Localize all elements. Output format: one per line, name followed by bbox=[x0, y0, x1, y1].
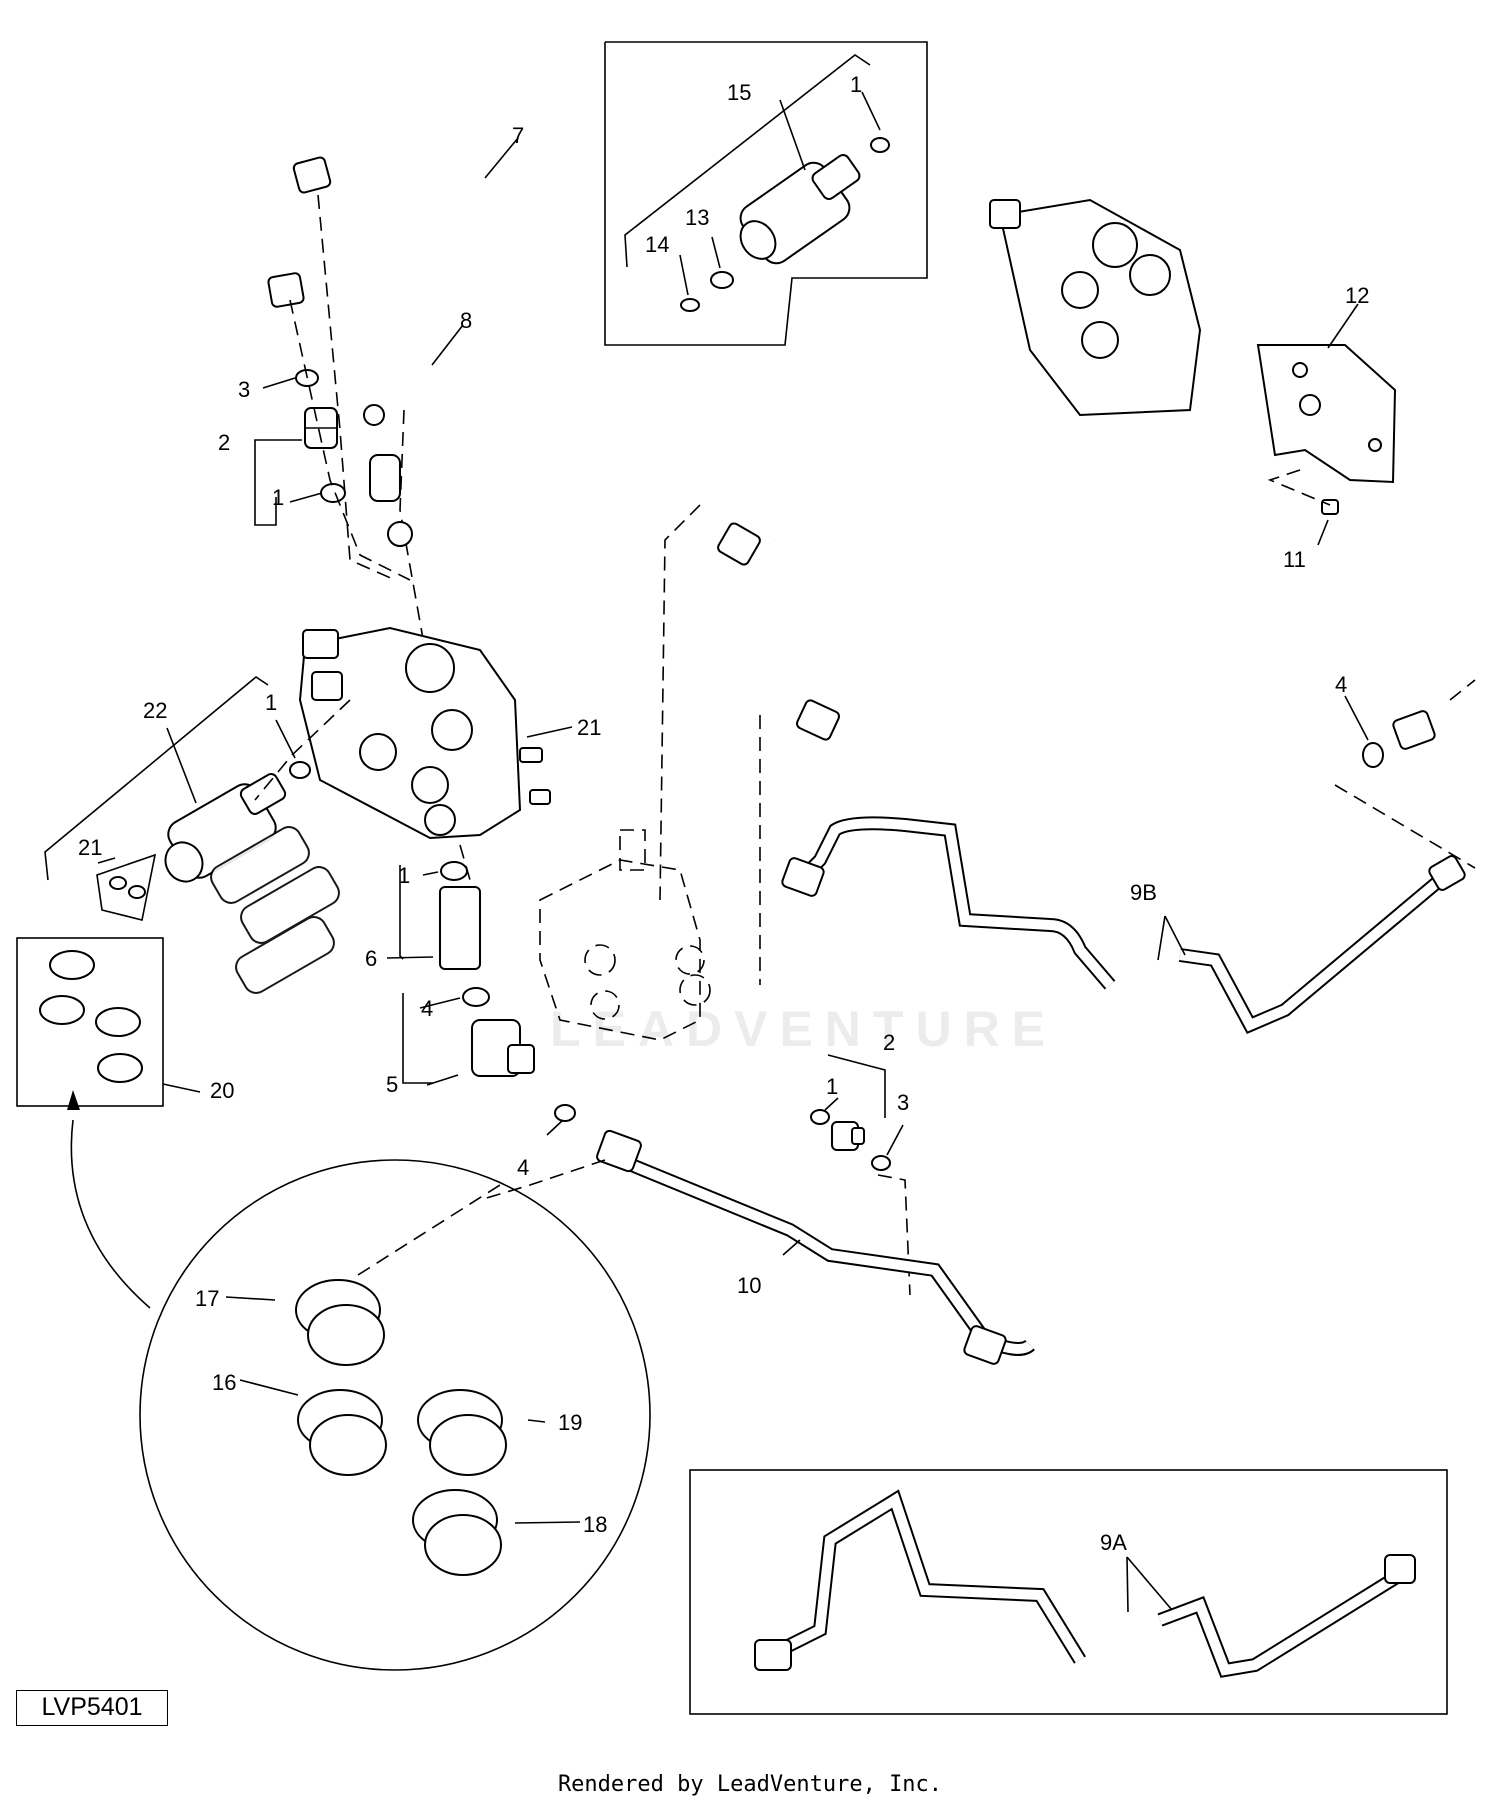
callout-4: 4 bbox=[421, 996, 433, 1021]
callout-17: 17 bbox=[195, 1286, 219, 1311]
o-ring-icon bbox=[870, 137, 890, 153]
valve-icon bbox=[989, 198, 1202, 417]
dust-cap-icon bbox=[295, 1279, 507, 1576]
callout-13: 13 bbox=[685, 205, 709, 230]
footer-credit: Rendered by LeadVenture, Inc. bbox=[557, 1772, 943, 1797]
hydraulic-line-icon bbox=[267, 102, 891, 743]
valve-icon bbox=[298, 626, 551, 840]
callout-21: 21 bbox=[78, 835, 102, 860]
detail-box-top bbox=[604, 41, 928, 346]
bracket-icon bbox=[1256, 344, 1397, 484]
callout-1: 1 bbox=[826, 1074, 838, 1099]
callout-1: 1 bbox=[398, 863, 410, 888]
callout-1: 1 bbox=[850, 72, 862, 97]
callout-21: 21 bbox=[577, 715, 601, 740]
fitting-icon bbox=[304, 407, 338, 449]
callout-1: 1 bbox=[265, 690, 277, 715]
callout-8: 8 bbox=[460, 308, 472, 333]
hydraulic-line-icon bbox=[754, 1489, 1416, 1678]
callout-10: 10 bbox=[737, 1273, 761, 1298]
callout-9b: 9B bbox=[1130, 880, 1157, 905]
coupler-icon bbox=[164, 773, 287, 883]
callout-15: 15 bbox=[727, 80, 751, 105]
callout-20: 20 bbox=[210, 1078, 234, 1103]
valve-icon bbox=[539, 829, 711, 1041]
coupler-icon bbox=[739, 154, 861, 265]
callout-1: 1 bbox=[272, 485, 284, 510]
detail-box-9a bbox=[689, 1469, 1448, 1715]
fitting-icon bbox=[831, 1121, 865, 1151]
callout-12: 12 bbox=[1345, 283, 1369, 308]
callout-14: 14 bbox=[645, 232, 669, 257]
callout-2: 2 bbox=[218, 430, 230, 455]
callout-19: 19 bbox=[558, 1410, 582, 1435]
callout-4: 4 bbox=[517, 1155, 529, 1180]
dust-cap-group bbox=[16, 937, 164, 1107]
callout-6: 6 bbox=[365, 946, 377, 971]
callout-3: 3 bbox=[897, 1090, 909, 1115]
callout-16: 16 bbox=[212, 1370, 236, 1395]
callout-22: 22 bbox=[143, 698, 167, 723]
hydraulic-line-icon bbox=[781, 710, 1466, 1034]
callout-3: 3 bbox=[238, 377, 250, 402]
callout-11: 11 bbox=[1283, 547, 1306, 572]
callout-9a: 9A bbox=[1100, 1530, 1127, 1555]
watermark: LEADVENTURE bbox=[550, 1001, 1058, 1057]
callout-2: 2 bbox=[883, 1030, 895, 1055]
figure-id-label: LVP5401 bbox=[16, 1690, 168, 1726]
callout-5: 5 bbox=[386, 1072, 398, 1097]
fitting-icon bbox=[471, 1019, 535, 1077]
callout-18: 18 bbox=[583, 1512, 607, 1537]
callout-7: 7 bbox=[512, 123, 524, 148]
callout-4: 4 bbox=[1335, 672, 1347, 697]
dust-cap-icon bbox=[39, 950, 143, 1083]
hydraulic-line-icon bbox=[596, 1129, 1035, 1365]
fitting-icon bbox=[439, 886, 481, 970]
